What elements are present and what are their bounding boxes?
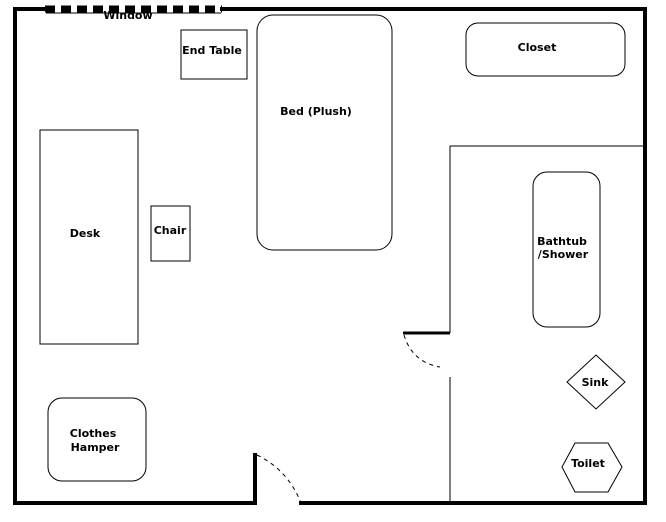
toilet-label: Toilet <box>571 457 605 470</box>
toilet-shape <box>561 442 623 493</box>
closet: Closet <box>465 22 626 77</box>
front-door <box>253 453 302 505</box>
desk-shape <box>39 129 139 345</box>
desk-label: Desk <box>70 227 101 240</box>
chair-shape <box>150 205 191 262</box>
end-table-shape <box>180 29 248 80</box>
bathroom-walls <box>403 145 645 503</box>
bed-label: Bed (Plush) <box>280 105 352 118</box>
sink-label: Sink <box>582 376 610 389</box>
clothes-hamper: Clothes Hamper <box>47 397 147 482</box>
end-table: End Table <box>180 29 248 80</box>
bathtub-shower: Bathtub /Shower <box>532 171 601 328</box>
desk: Desk <box>39 129 139 345</box>
closet-label: Closet <box>518 41 557 54</box>
sink-shape <box>566 354 626 410</box>
end-table-label: End Table <box>182 44 242 57</box>
window-label: Window <box>103 9 152 22</box>
bathtub-label-line2: /Shower <box>538 248 589 261</box>
toilet: Toilet <box>561 442 623 493</box>
sink: Sink <box>566 354 626 410</box>
outer-walls <box>13 7 647 505</box>
clothes-hamper-label-line2: Hamper <box>71 441 120 454</box>
closet-shape <box>465 22 626 77</box>
chair-label: Chair <box>154 224 187 237</box>
bathtub-label-line1: Bathtub <box>537 235 587 248</box>
chair: Chair <box>150 205 191 262</box>
window: Window <box>45 5 222 22</box>
bathtub-shape <box>532 171 601 328</box>
door-swing <box>256 454 302 504</box>
bathroom-door-swing <box>403 334 441 368</box>
clothes-hamper-label-line1: Clothes <box>70 427 117 440</box>
bed-shape <box>256 14 393 251</box>
clothes-hamper-shape <box>47 397 147 482</box>
bed: Bed (Plush) <box>256 14 393 251</box>
